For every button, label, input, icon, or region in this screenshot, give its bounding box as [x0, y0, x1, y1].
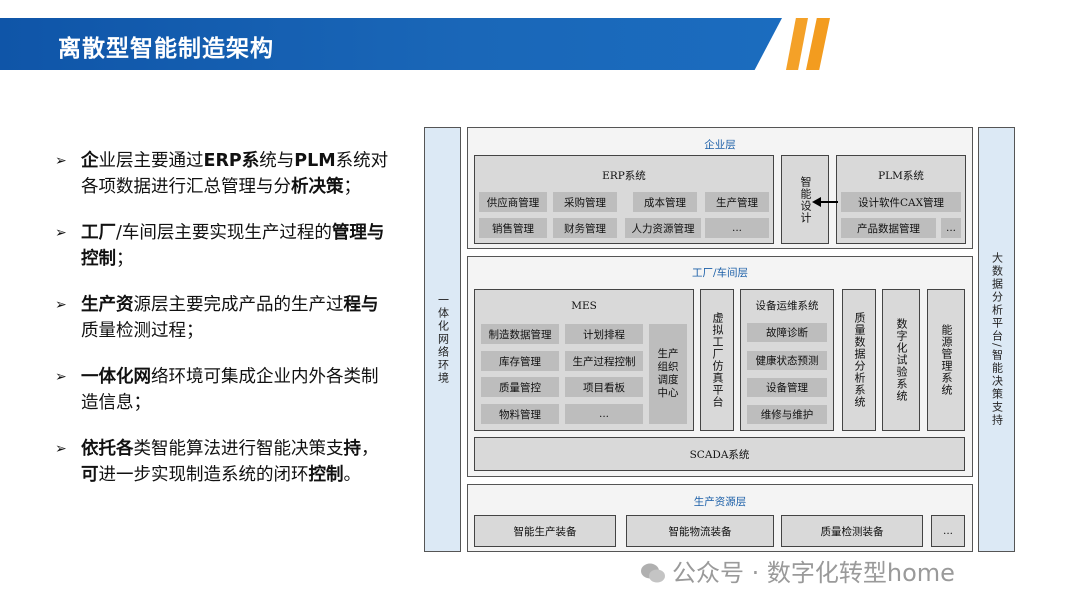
equipment-item: 设备管理: [747, 378, 827, 397]
equipment-item: 维修与维护: [747, 405, 827, 424]
layer-title: 企业层: [704, 139, 736, 151]
equipment-system: 设备运维系统 故障诊断 健康状态预测 设备管理 维修与维护: [740, 289, 834, 431]
enterprise-layer: 企业层 ERP系统 供应商管理 采购管理 成本管理 生产管理 销售管理 财务管理…: [467, 127, 973, 249]
watermark: 公众号 · 数字化转型home: [640, 553, 955, 588]
bullet-item: ➢工厂/车间层主要实现生产过程的管理与控制；: [55, 220, 395, 272]
erp-system: ERP系统 供应商管理 采购管理 成本管理 生产管理 销售管理 财务管理 人力资…: [474, 155, 774, 244]
digital-test-box: 数字化试验系统: [882, 289, 920, 431]
bullet-list: ➢企业层主要通过ERP系统与PLM系统对各项数据进行汇总管理与分析决策； ➢工厂…: [55, 148, 395, 508]
bullet-item: ➢企业层主要通过ERP系统与PLM系统对各项数据进行汇总管理与分析决策；: [55, 148, 395, 200]
title-banner: [0, 18, 782, 70]
arrow-left-icon: [812, 197, 838, 207]
mes-item: 质量管控: [481, 377, 559, 397]
mes-item: ...: [565, 404, 643, 424]
plm-item: 产品数据管理: [841, 218, 936, 238]
arrow-bullet-icon: ➢: [55, 369, 67, 385]
bigdata-platform-column: 大数据分析平台/智能决策支持: [978, 127, 1015, 552]
resource-layer: 生产资源层 智能生产装备 智能物流装备 质量检测装备 ...: [467, 484, 973, 552]
mes-title: MES: [571, 300, 597, 312]
arrow-bullet-icon: ➢: [55, 297, 67, 313]
mes-system: MES 制造数据管理 计划排程 库存管理 生产过程控制 质量管控 项目看板 物料…: [474, 289, 694, 431]
accent-stripe: [786, 18, 808, 70]
bullet-item: ➢生产资源层主要完成产品的生产过程与质量检测过程；: [55, 292, 395, 344]
scada-system: SCADA系统: [474, 437, 965, 471]
resource-item: 质量检测装备: [781, 515, 923, 547]
equipment-item: 健康状态预测: [747, 351, 827, 370]
arrow-bullet-icon: ➢: [55, 153, 67, 169]
energy-management-box: 能源管理系统: [927, 289, 965, 431]
plm-title: PLM系统: [878, 170, 924, 182]
layer-title: 生产资源层: [693, 496, 747, 508]
mes-item: 计划排程: [565, 324, 643, 344]
mes-item: 制造数据管理: [481, 324, 559, 344]
wechat-icon: [641, 563, 665, 583]
architecture-diagram: 一体化网络环境 大数据分析平台/智能决策支持 企业层 ERP系统 供应商管理 采…: [424, 127, 1016, 552]
resource-item: 智能生产装备: [474, 515, 616, 547]
erp-item: 销售管理: [479, 218, 547, 238]
mes-item: 项目看板: [565, 377, 643, 397]
bullet-item: ➢依托各类智能算法进行智能决策支持，可进一步实现制造系统的闭环控制。: [55, 436, 395, 488]
plm-system: PLM系统 设计软件CAX管理 产品数据管理 ...: [836, 155, 966, 244]
erp-item: 供应商管理: [479, 192, 547, 212]
layer-title: 工厂/车间层: [691, 267, 749, 279]
network-environment-column: 一体化网络环境: [424, 127, 461, 552]
erp-item: 财务管理: [553, 218, 617, 238]
plm-item: 设计软件CAX管理: [841, 192, 961, 212]
mes-item: 生产过程控制: [565, 351, 643, 371]
erp-item: 人力资源管理: [625, 218, 701, 238]
factory-layer: 工厂/车间层 MES 制造数据管理 计划排程 库存管理 生产过程控制 质量管控 …: [467, 256, 973, 477]
arrow-bullet-icon: ➢: [55, 225, 67, 241]
quality-analysis-box: 质量数据分析系统: [842, 289, 876, 431]
mes-item: 物料管理: [481, 404, 559, 424]
erp-item: ...: [705, 218, 769, 238]
equipment-item: 故障诊断: [747, 323, 827, 342]
erp-item: 成本管理: [633, 192, 697, 212]
resource-item: 智能物流装备: [626, 515, 774, 547]
mes-dispatch-center: 生产组织调度中心: [649, 324, 687, 424]
erp-title: ERP系统: [602, 170, 646, 182]
erp-item: 采购管理: [553, 192, 617, 212]
equipment-title: 设备运维系统: [755, 300, 819, 312]
arrow-bullet-icon: ➢: [55, 441, 67, 457]
accent-stripe: [806, 18, 830, 70]
erp-item: 生产管理: [705, 192, 769, 212]
page-title: 离散型智能制造架构: [58, 36, 274, 62]
mes-item: 库存管理: [481, 351, 559, 371]
plm-item: ...: [941, 218, 961, 238]
bullet-item: ➢一体化网络环境可集成企业内外各类制造信息；: [55, 364, 395, 416]
resource-item: ...: [931, 515, 965, 547]
virtual-factory-box: 虚拟工厂仿真平台: [700, 289, 734, 431]
